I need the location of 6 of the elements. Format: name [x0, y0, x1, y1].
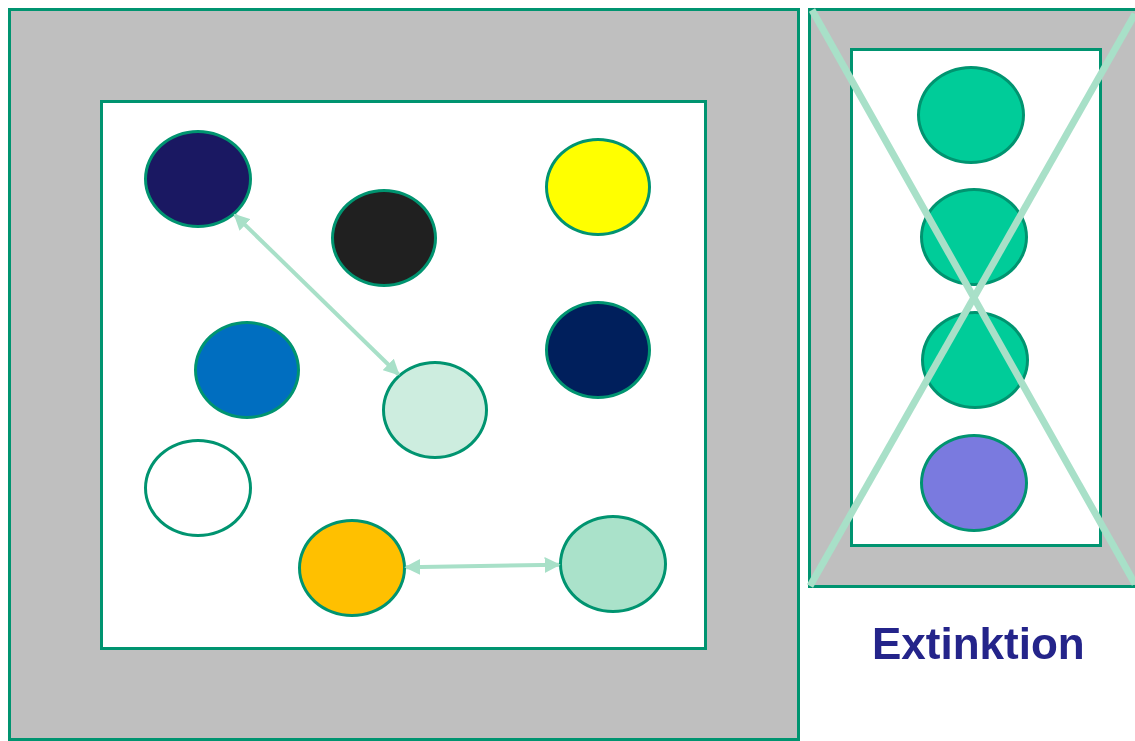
frame-box	[8, 8, 800, 741]
double-arrow	[404, 557, 561, 575]
frame-box	[100, 100, 707, 650]
frame-box	[850, 48, 1102, 547]
caption-label: Extinktion	[872, 622, 1085, 666]
double-arrow	[233, 213, 400, 376]
